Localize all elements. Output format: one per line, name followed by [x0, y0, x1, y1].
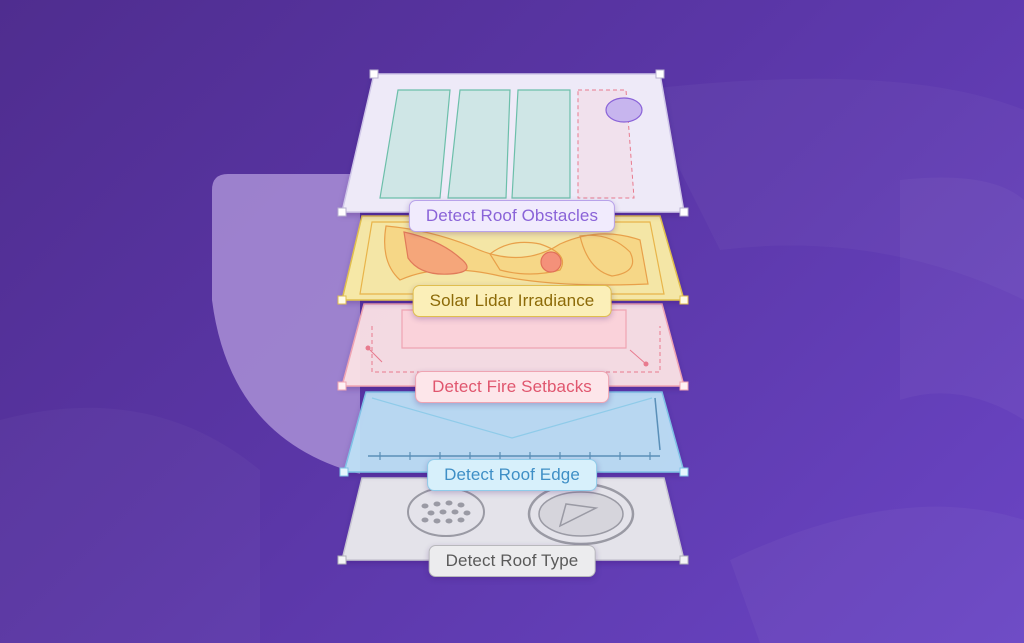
- layer-roof-type: [337, 477, 689, 565]
- layer-roof-obstacles: [337, 69, 689, 217]
- label-detect-fire-setbacks: Detect Fire Setbacks: [415, 371, 609, 403]
- layer-roof-edge: [339, 391, 689, 477]
- label-detect-roof-type: Detect Roof Type: [428, 545, 596, 577]
- label-detect-roof-obstacles: Detect Roof Obstacles: [408, 200, 616, 232]
- label-detect-roof-edge: Detect Roof Edge: [427, 459, 597, 491]
- layer-fire-setbacks: [337, 303, 689, 391]
- label-solar-lidar-irradiance: Solar Lidar Irradiance: [412, 285, 612, 317]
